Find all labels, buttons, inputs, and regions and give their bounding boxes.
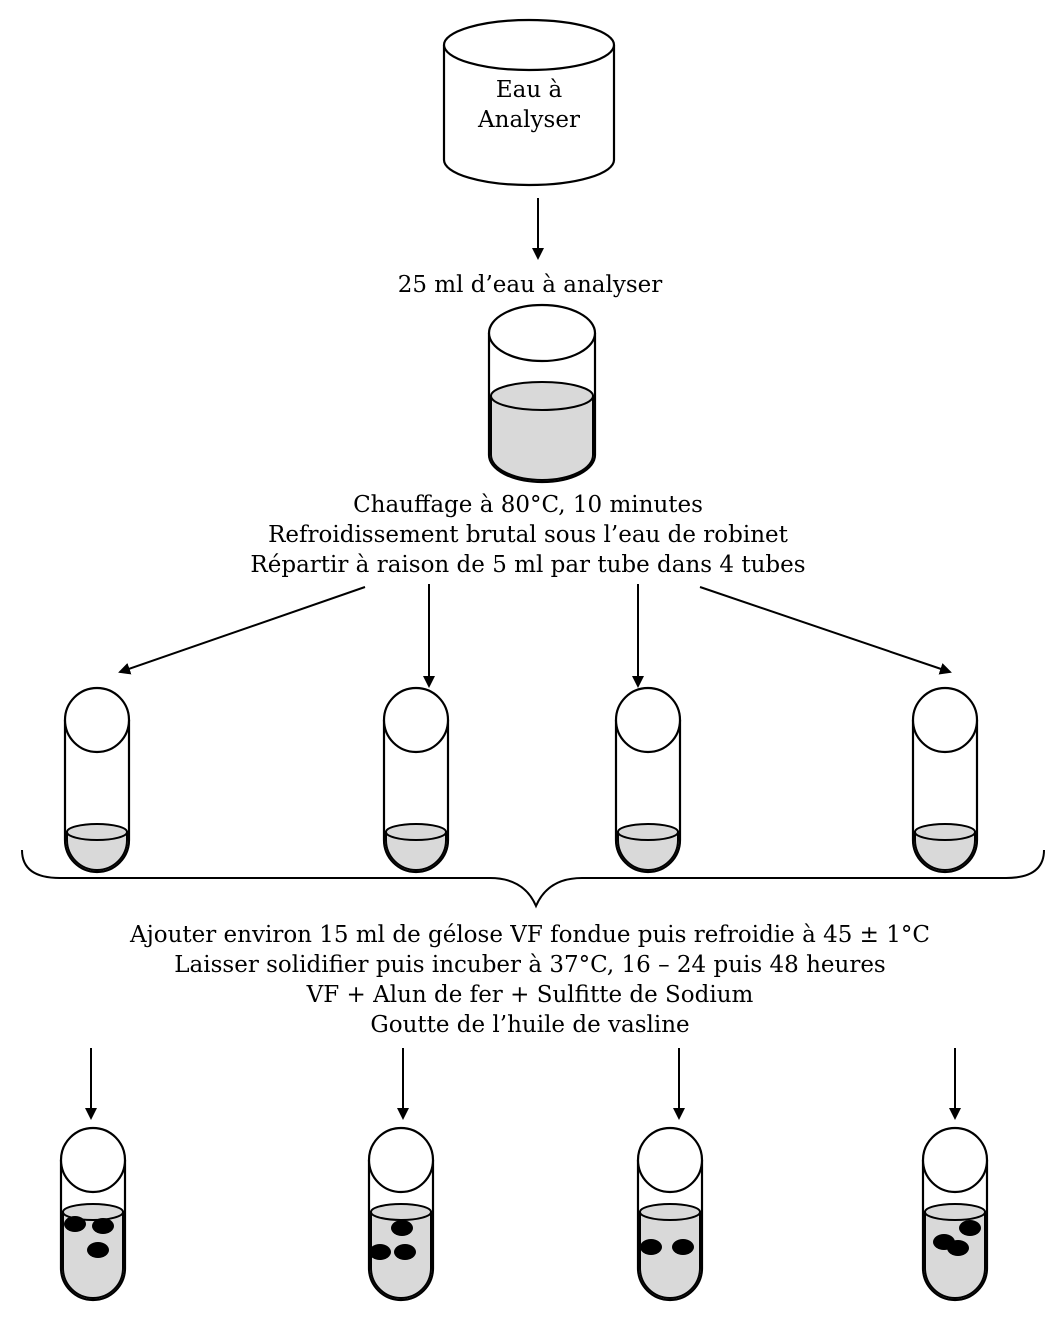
incubated-tube-2 — [367, 1126, 435, 1302]
colony-dot — [672, 1239, 694, 1255]
oil-line: Goutte de l’huile de vasline — [370, 1012, 689, 1038]
heating-line: Chauffage à 80°C, 10 minutes — [353, 492, 703, 518]
medium-line: VF + Alun de fer + Sulfitte de Sodium — [306, 982, 754, 1008]
tube-opening — [382, 686, 450, 754]
liquid-surface — [617, 823, 679, 841]
tube-opening — [59, 1126, 127, 1194]
tube-liquid — [66, 831, 128, 871]
liquid-surface — [924, 1203, 986, 1221]
tube-liquid — [617, 831, 679, 871]
liquid-surface — [914, 823, 976, 841]
sample-volume-label: 25 ml d’eau à analyser — [398, 272, 663, 298]
incubation-line: Laisser solidifier puis incuber à 37°C, … — [174, 952, 885, 978]
heating-instructions: Chauffage à 80°C, 10 minutes Refroidisse… — [250, 492, 805, 578]
tube-liquid — [639, 1211, 701, 1299]
tube-opening — [636, 1126, 704, 1194]
liquid-surface — [370, 1203, 432, 1221]
liquid-surface — [639, 1203, 701, 1221]
tube-liquid — [385, 831, 447, 871]
liquid-surface — [62, 1203, 124, 1221]
source-label-line1: Eau à — [496, 77, 563, 103]
incubated-tube-3 — [636, 1126, 704, 1302]
liquid-surface — [385, 823, 447, 841]
liquid-surface — [66, 823, 128, 841]
culture-instructions: Ajouter environ 15 ml de gélose VF fondu… — [129, 922, 930, 1038]
tube-2 — [382, 686, 450, 874]
tube-1 — [63, 686, 131, 874]
sample-beaker — [487, 303, 597, 484]
tube-opening — [911, 686, 979, 754]
distribution-line: Répartir à raison de 5 ml par tube dans … — [250, 552, 805, 578]
tube-4 — [911, 686, 979, 874]
incubated-tubes — [59, 1126, 989, 1302]
colony-dot — [640, 1239, 662, 1255]
colony-dot — [947, 1240, 969, 1256]
source-label-line2: Analyser — [477, 107, 580, 133]
tube-3 — [614, 686, 682, 874]
tube-opening — [921, 1126, 989, 1194]
colony-dot — [64, 1216, 86, 1232]
source-container: Eau à Analyser — [442, 18, 616, 187]
colony-dot — [92, 1218, 114, 1234]
incubated-tube-1 — [59, 1126, 127, 1302]
tube-opening — [367, 1126, 435, 1194]
final-arrows — [85, 1048, 961, 1120]
tube-opening — [614, 686, 682, 754]
colony-dot — [369, 1244, 391, 1260]
tube-opening — [63, 686, 131, 754]
grouping-brace — [21, 849, 1045, 909]
agar-line: Ajouter environ 15 ml de gélose VF fondu… — [129, 922, 930, 948]
tubes-with-sample — [63, 686, 979, 874]
colony-dot — [959, 1220, 981, 1236]
colony-dot — [87, 1242, 109, 1258]
incubated-tube-4 — [921, 1126, 989, 1302]
tube-liquid — [914, 831, 976, 871]
colony-dot — [394, 1244, 416, 1260]
distribution-arrows — [118, 584, 952, 688]
colony-dot — [391, 1220, 413, 1236]
cooling-line: Refroidissement brutal sous l’eau de rob… — [268, 522, 789, 548]
